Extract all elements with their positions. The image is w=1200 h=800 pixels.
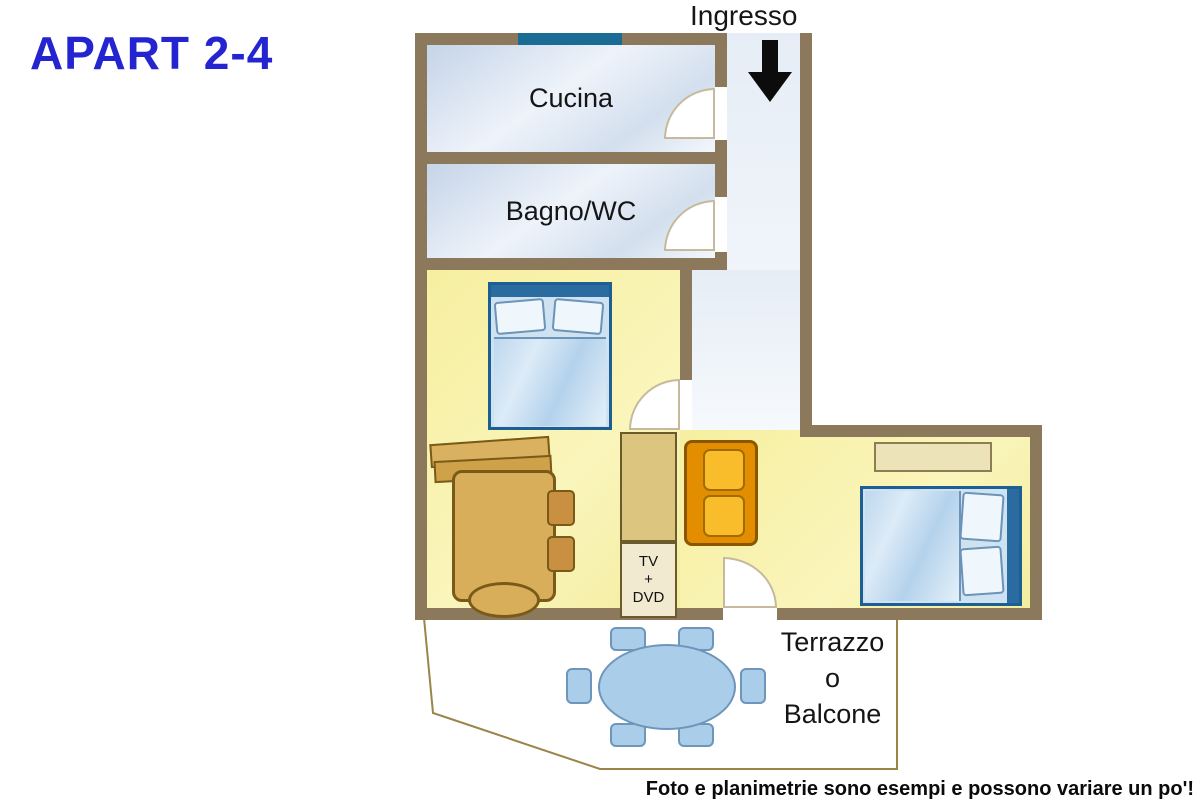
terrace-chair xyxy=(610,627,646,651)
bed-pillow xyxy=(959,491,1005,543)
dvd-label: DVD xyxy=(632,589,665,606)
bagno-label: Bagno/WC xyxy=(427,164,715,258)
terrace-label: Terrazzo o Balcone xyxy=(755,624,910,732)
terrace-label-line3: Balcone xyxy=(783,699,882,729)
hallway xyxy=(692,270,800,437)
cucina-label: Cucina xyxy=(427,45,715,152)
door-opening-bagno xyxy=(715,197,727,252)
entrance-arrow-icon xyxy=(748,72,792,102)
dining-chair xyxy=(468,582,540,618)
bed-blanket xyxy=(865,491,961,601)
footer-disclaimer: Foto e planimetrie sono esempi e possono… xyxy=(645,778,1194,800)
dining-chair xyxy=(547,536,575,572)
sofa-cushion xyxy=(703,449,745,491)
wall-bedroom-hall xyxy=(680,262,692,380)
door-opening-cucina xyxy=(715,87,727,140)
wall-left xyxy=(415,33,427,620)
window-icon xyxy=(518,33,622,45)
double-bed-2 xyxy=(860,486,1022,606)
tv-plus-label: + xyxy=(644,571,653,588)
wall-kitchen-corridor-a xyxy=(715,33,727,87)
sideboard xyxy=(874,442,992,472)
sofa xyxy=(684,440,758,546)
bagno-label-text: Bagno/WC xyxy=(505,195,637,226)
terrace-label-line2: o xyxy=(824,663,841,693)
terrace-chair xyxy=(610,723,646,747)
entrance-arrow-icon xyxy=(762,40,778,74)
dining-chair xyxy=(547,490,575,526)
bed-headboard xyxy=(1007,489,1019,603)
sofa-cushion xyxy=(703,495,745,537)
wall-bagno-bedroom xyxy=(415,258,727,270)
bed-blanket xyxy=(494,337,606,426)
bed-pillow xyxy=(551,297,605,336)
terrace-chair xyxy=(566,668,592,704)
entrance-label: Ingresso xyxy=(690,0,798,31)
wall-cucina-bagno xyxy=(415,152,727,164)
double-bed-1 xyxy=(488,282,612,430)
door-opening-terrace xyxy=(723,608,777,620)
tv-label: TV xyxy=(638,553,659,570)
page-title: APART 2-4 xyxy=(30,27,274,79)
tv-cabinet xyxy=(620,432,677,542)
door-opening-bedroom xyxy=(680,380,692,430)
wall-kitchen-corridor-c xyxy=(715,252,727,270)
cucina-label-text: Cucina xyxy=(528,83,614,113)
bed-headboard xyxy=(491,285,609,297)
tv-dvd-box: TV + DVD xyxy=(620,542,677,618)
wall-kitchen-corridor-b xyxy=(715,140,727,197)
bed-pillow xyxy=(493,297,547,336)
wall-right-wing-top xyxy=(800,425,1042,437)
terrace-table xyxy=(598,644,736,730)
bed-pillow xyxy=(959,545,1005,597)
terrace-label-line1: Terrazzo xyxy=(780,627,885,657)
terrace-chair xyxy=(740,668,766,704)
wall-corridor-right xyxy=(800,33,812,437)
wall-right-wing-right xyxy=(1030,425,1042,620)
